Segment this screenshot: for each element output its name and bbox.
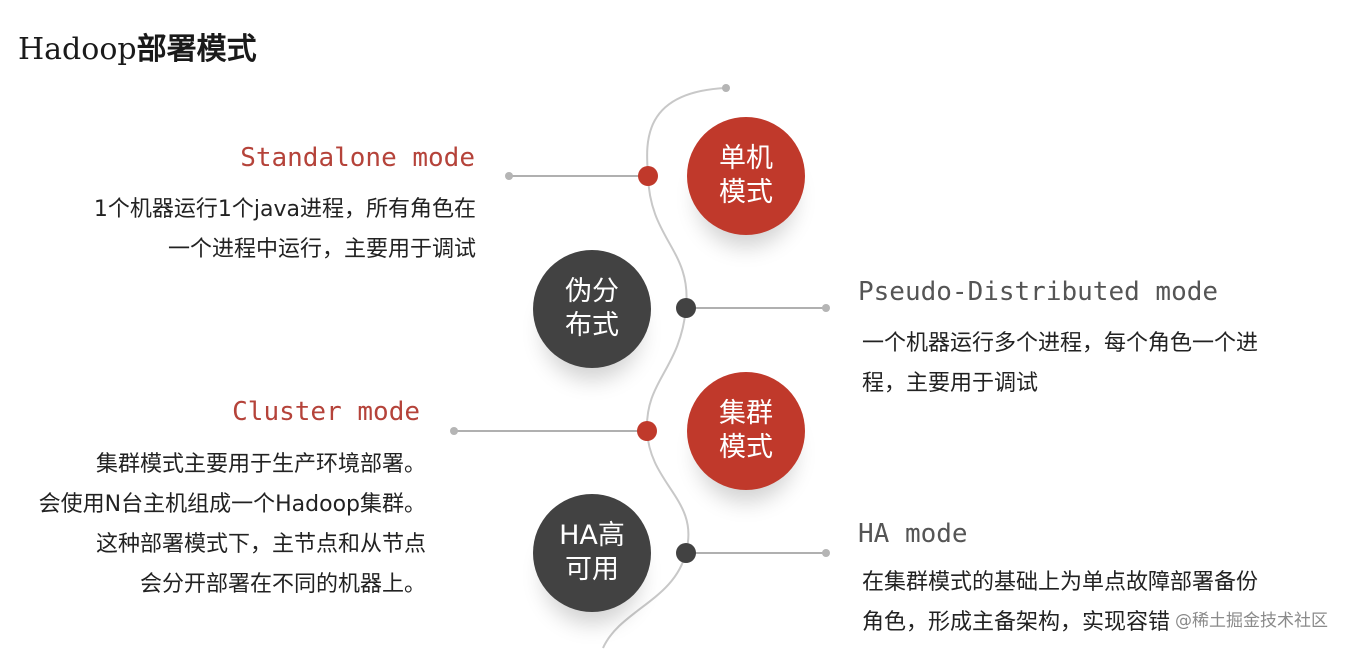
- circle-cluster: 集群模式: [687, 372, 805, 490]
- connector-node-pseudo: [676, 298, 696, 318]
- curve-end-dot-top: [722, 84, 730, 92]
- circle-ha: HA高可用: [533, 494, 651, 612]
- circle-pseudo: 伪分布式: [533, 250, 651, 368]
- mode-title-cluster: Cluster mode: [232, 397, 420, 427]
- page-title: Hadoop部署模式: [18, 32, 257, 67]
- connector-end-dot-cluster: [450, 427, 458, 435]
- mode-desc-ha: 在集群模式的基础上为单点故障部署备份 角色，形成主备架构，实现容错: [862, 570, 1259, 635]
- connector-node-ha: [676, 543, 696, 563]
- connector-end-dot-pseudo: [822, 304, 830, 312]
- mode-desc-cluster: 集群模式主要用于生产环境部署。 会使用N台主机组成一个Hadoop集群。 这种部…: [38, 452, 426, 597]
- watermark: @稀土掘金技术社区: [1175, 611, 1328, 631]
- mode-desc-standalone: 1个机器运行1个java进程，所有角色在 一个进程中运行，主要用于调试: [93, 197, 476, 262]
- mode-desc-pseudo: 一个机器运行多个进程，每个角色一个进 程，主要用于调试: [862, 331, 1259, 396]
- vertical-curve: [602, 87, 727, 649]
- mode-title-pseudo: Pseudo-Distributed mode: [858, 277, 1219, 307]
- connector-node-cluster: [637, 421, 657, 441]
- mode-title-ha: HA mode: [858, 519, 968, 549]
- mode-title-standalone: Standalone mode: [240, 143, 475, 173]
- connector-node-standalone: [638, 166, 658, 186]
- circle-standalone: 单机模式: [687, 117, 805, 235]
- connector-end-dot-standalone: [505, 172, 513, 180]
- connector-end-dot-ha: [822, 549, 830, 557]
